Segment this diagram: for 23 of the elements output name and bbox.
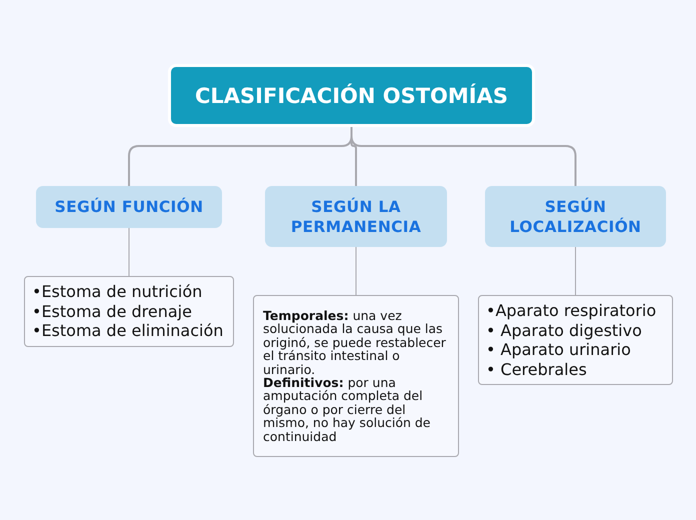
subtopic-title: SEGÚN LA PERMANENCIA [290, 196, 422, 236]
list-item: •Estoma de drenaje [32, 302, 193, 322]
list-item: •Aparato respiratorio [486, 301, 658, 320]
connector-line [575, 246, 576, 296]
list-item: • Aparato digestivo [486, 320, 643, 340]
subtopic-title: SEGÚN FUNCIÓN [54, 197, 204, 217]
note-card [253, 295, 459, 457]
topic-title: CLASIFICACIÓN OSTOMÍAS [194, 84, 508, 108]
topic-box [168, 64, 535, 127]
subtopic-title: SEGÚN LOCALIZACIÓN [508, 196, 642, 236]
subtopic-box [36, 186, 222, 228]
list-item: • Cerebrales [486, 360, 588, 379]
connector-line [350, 127, 576, 186]
list-item: •Estoma de nutrición [32, 282, 204, 302]
subtopic-box [485, 186, 666, 247]
list-item: •Estoma de eliminación [32, 321, 224, 341]
note-text: Definitivos: por una amputación completa del órgano o por cierre del mismo, no hay solución de continuidad [263, 376, 432, 444]
list-item: • Aparato urinario [486, 340, 632, 360]
note-card [24, 276, 234, 347]
note-text: Temporales: una vez solucionada la causa que las originó, se puede restablecer el tránsito intestinal o urinario. [263, 308, 447, 376]
connector-line [128, 228, 130, 276]
note-card [478, 295, 673, 385]
subtopic-box [265, 186, 447, 247]
